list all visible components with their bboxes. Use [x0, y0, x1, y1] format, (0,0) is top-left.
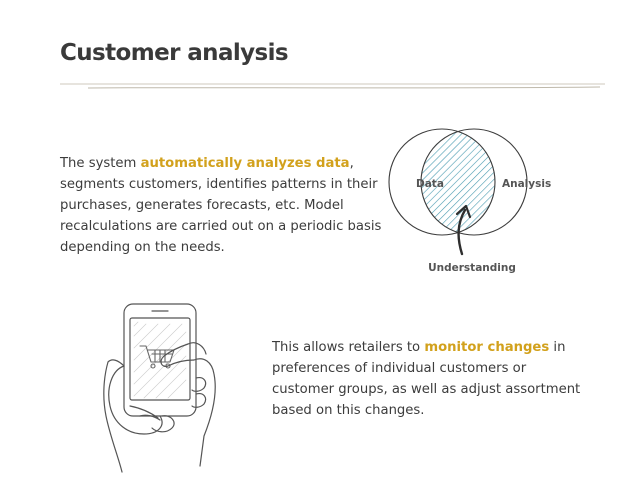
system-description-start: The system	[60, 156, 141, 171]
venn-label-understanding: Understanding	[428, 262, 516, 274]
understanding-arrow	[457, 208, 467, 256]
system-description-rest: , segments customers, identifies pattern…	[60, 156, 382, 255]
venn-circle-left	[388, 128, 496, 236]
phone-shopping-cart-icon	[103, 303, 216, 473]
retailers-description: This allows retailers to monitor changes…	[272, 337, 592, 421]
highlight-monitor-changes: monitor changes	[424, 340, 550, 355]
venn-circle-right	[421, 129, 495, 235]
system-description: The system automatically analyzes data, …	[60, 153, 395, 258]
venn-label-analysis: Analysis	[502, 178, 551, 190]
venn-label-data: Data	[416, 178, 444, 190]
venn-diagram: Data Analysis Understanding	[388, 128, 551, 274]
retailers-description-start: This allows retailers to	[272, 340, 425, 355]
highlight-analyzes-data: automatically analyzes data	[140, 156, 350, 171]
slide-title: Customer analysis	[60, 40, 289, 66]
retailers-description-rest: in preferences of individual customers o…	[272, 340, 581, 418]
title-underline	[60, 83, 605, 89]
